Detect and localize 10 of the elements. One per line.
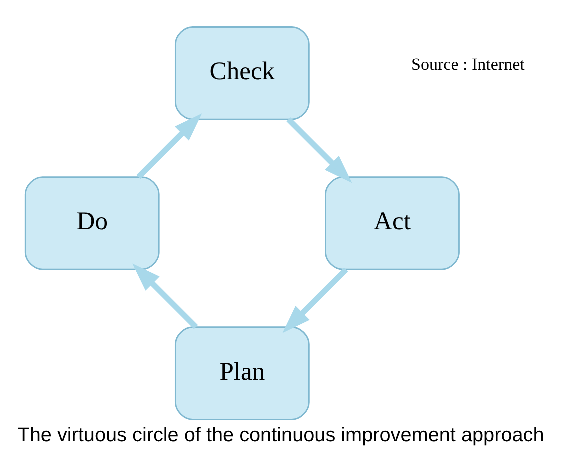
- label: Source : Internet: [412, 54, 525, 74]
- arrow: [132, 263, 198, 329]
- caption: The virtuous circle of the continuous improvement approach: [18, 424, 544, 446]
- node-box: Check: [174, 26, 310, 120]
- arrow: [282, 267, 348, 333]
- arrow: [286, 117, 352, 183]
- node-box: Act: [325, 176, 460, 270]
- arrow: [136, 113, 202, 179]
- node-box: Do: [24, 176, 160, 270]
- node-box: Plan: [174, 326, 310, 420]
